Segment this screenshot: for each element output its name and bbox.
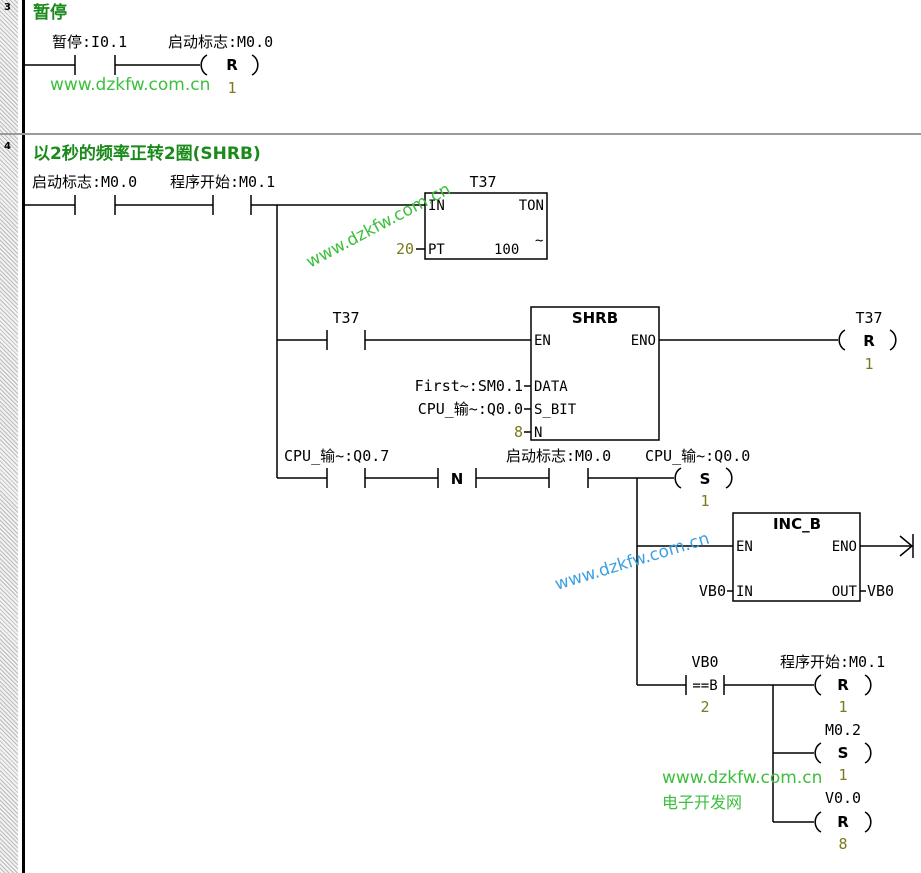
network-title-3[interactable]: 暂停: [33, 3, 67, 23]
n4-c2-label: 程序开始:M0.1: [170, 173, 275, 191]
timer-in: IN: [428, 198, 445, 214]
shrb-sbit: S_BIT: [534, 402, 577, 418]
n4-compare-eqb[interactable]: ==B VB0 2: [637, 653, 814, 716]
n4-timer-t37[interactable]: T37 IN TON 20 PT 100 ~: [396, 173, 548, 260]
n4-c1-label: 启动标志:M0.0: [32, 173, 137, 191]
set-q00-count: 1: [700, 492, 709, 510]
n4-contact-m00-b[interactable]: 启动标志:M0.0: [506, 447, 674, 488]
watermark-site-name: 电子开发网: [662, 793, 742, 812]
n3-coil-label: 启动标志:M0.0: [168, 33, 273, 51]
reset-m01-label: 程序开始:M0.1: [780, 653, 885, 671]
n4-reset-m01-coil[interactable]: R 程序开始:M0.1 1: [780, 653, 885, 716]
shrb-n-value: 8: [514, 423, 523, 441]
n4-shrb-block[interactable]: SHRB EN ENO DATA First~:SM0.1 S_BIT CPU_…: [415, 306, 660, 441]
set-m02-type: S: [838, 744, 849, 762]
set-m02-label: M0.2: [825, 721, 861, 739]
reset-v00-label: V0.0: [825, 789, 861, 807]
inc-b-out: OUT: [832, 584, 858, 600]
watermark-1: www.dzkfw.com.cn: [50, 75, 210, 95]
set-q00-label: CPU_输~:Q0.0: [645, 447, 750, 465]
set-m02-count: 1: [838, 766, 847, 784]
set-q00-type: S: [700, 470, 711, 488]
inc-b-in-label: VB0: [699, 582, 726, 600]
n4-set-m02-coil[interactable]: S M0.2 1: [814, 721, 872, 784]
timer-tilde: ~: [535, 233, 543, 249]
timer-pt-value: 20: [396, 240, 414, 258]
watermark-3: www.dzkfw.com.cn: [553, 529, 712, 595]
timer-base: 100: [494, 242, 519, 258]
shrb-n: N: [534, 425, 542, 441]
n-edge-label: N: [451, 470, 464, 488]
reset-v00-type: R: [837, 813, 849, 831]
n4-reset-t37-coil[interactable]: R T37 1: [838, 309, 897, 373]
shrb-en: EN: [534, 333, 551, 349]
compare-value: 2: [700, 698, 709, 716]
network-number-4[interactable]: 4: [4, 141, 11, 152]
n4-eno-arrow: [860, 534, 914, 558]
n4-inc-b-block[interactable]: INC_B EN ENO IN VB0 OUT VB0: [699, 512, 894, 602]
n4-contact-t37[interactable]: T37: [277, 309, 531, 350]
shrb-data-label: First~:SM0.1: [415, 377, 523, 395]
left-gutter: [0, 0, 18, 873]
q07-label: CPU_输~:Q0.7: [284, 447, 389, 465]
shrb-data: DATA: [534, 379, 568, 395]
n3-reset-coil[interactable]: R 启动标志:M0.0 1: [168, 33, 273, 97]
n4-contact-m00[interactable]: 启动标志:M0.0: [25, 173, 213, 215]
n4-set-q00-coil[interactable]: S CPU_输~:Q0.0 1: [645, 447, 750, 510]
n4-negative-edge[interactable]: N: [437, 468, 549, 488]
t37-contact-label: T37: [332, 309, 359, 327]
power-rail: [22, 0, 25, 873]
shrb-name: SHRB: [572, 309, 618, 327]
shrb-eno: ENO: [631, 333, 656, 349]
inc-b-in: IN: [736, 584, 753, 600]
reset-m01-type: R: [837, 676, 849, 694]
inc-b-eno: ENO: [832, 539, 857, 555]
n3-contact-label: 暂停:I0.1: [52, 33, 127, 51]
network-title-4[interactable]: 以2秒的频率正转2圈(SHRB): [33, 144, 261, 164]
compare-op: ==B: [692, 678, 717, 694]
reset-t37-count: 1: [864, 355, 873, 373]
shrb-sbit-label: CPU_输~:Q0.0: [418, 400, 523, 418]
network-number-3[interactable]: 3: [4, 2, 11, 13]
reset-v00-count: 8: [838, 835, 847, 853]
n3-coil-count: 1: [227, 79, 236, 97]
inc-b-name: INC_B: [773, 515, 821, 533]
timer-type: TON: [519, 198, 544, 214]
reset-t37-type: R: [863, 332, 875, 350]
timer-name: T37: [469, 173, 496, 191]
m00-label: 启动标志:M0.0: [506, 447, 611, 465]
reset-m01-count: 1: [838, 698, 847, 716]
inc-b-en: EN: [736, 539, 753, 555]
n4-reset-v00-coil[interactable]: R V0.0 8: [814, 789, 872, 853]
compare-label: VB0: [691, 653, 718, 671]
inc-b-out-label: VB0: [867, 582, 894, 600]
n3-pause-contact[interactable]: 暂停:I0.1: [25, 33, 200, 75]
timer-pt: PT: [428, 242, 445, 258]
watermark-4: www.dzkfw.com.cn: [662, 768, 822, 788]
n3-coil-type: R: [226, 56, 238, 74]
network-separator: [0, 133, 921, 135]
n4-contact-m01[interactable]: 程序开始:M0.1: [170, 173, 425, 215]
reset-t37-label: T37: [855, 309, 882, 327]
n4-contact-q07[interactable]: CPU_输~:Q0.7: [277, 447, 438, 488]
